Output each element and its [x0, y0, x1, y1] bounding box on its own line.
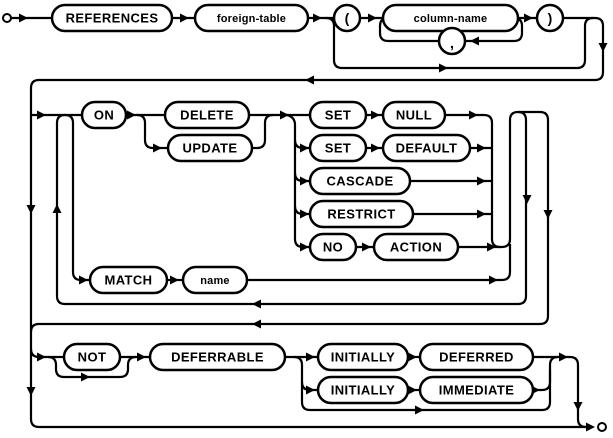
node-on: ON: [80, 100, 128, 130]
node-initially-deferred-initially: INITIALLY: [316, 342, 410, 372]
node-cascade: CASCADE: [308, 166, 412, 196]
node-default: DEFAULT: [381, 133, 472, 163]
node-initially-immediate-initially: INITIALLY: [316, 375, 410, 405]
svg-text:NOT: NOT: [78, 350, 107, 365]
svg-text:INITIALLY: INITIALLY: [331, 383, 396, 398]
node-set-default-set: SET: [308, 133, 368, 163]
node-references: REFERENCES: [50, 3, 174, 33]
node-foreign-table: foreign-table: [193, 3, 310, 33]
svg-text:foreign-table: foreign-table: [217, 13, 286, 25]
svg-text:(: (: [345, 10, 350, 26]
node-right-paren: ): [535, 3, 565, 33]
svg-text:IMMEDIATE: IMMEDIATE: [439, 383, 515, 398]
svg-text:UPDATE: UPDATE: [183, 141, 238, 156]
svg-text:SET: SET: [325, 108, 351, 123]
node-delete: DELETE: [163, 100, 251, 130]
svg-text:DELETE: DELETE: [180, 108, 234, 123]
svg-text:column-name: column-name: [414, 13, 488, 25]
node-match: MATCH: [88, 265, 169, 295]
node-no: NO: [308, 232, 358, 262]
svg-text:RESTRICT: RESTRICT: [327, 207, 395, 222]
svg-text:ACTION: ACTION: [390, 240, 442, 255]
svg-text:name: name: [200, 275, 230, 287]
node-restrict: RESTRICT: [308, 199, 415, 229]
svg-text:REFERENCES: REFERENCES: [66, 11, 159, 26]
svg-text:NULL: NULL: [396, 108, 432, 123]
svg-text:DEFERRABLE: DEFERRABLE: [171, 350, 264, 365]
end-terminal-icon: [597, 422, 607, 432]
svg-text:DEFERRED: DEFERRED: [439, 350, 514, 365]
svg-text:SET: SET: [325, 141, 351, 156]
node-name: name: [181, 265, 249, 295]
svg-text:CASCADE: CASCADE: [326, 174, 393, 189]
node-set-null-set: SET: [308, 100, 368, 130]
node-null: NULL: [381, 100, 447, 130]
node-update: UPDATE: [166, 133, 254, 163]
svg-text:,: ,: [450, 35, 454, 51]
svg-text:MATCH: MATCH: [105, 273, 153, 288]
node-left-paren: (: [332, 3, 362, 33]
svg-text:INITIALLY: INITIALLY: [331, 350, 396, 365]
node-not: NOT: [62, 342, 122, 372]
node-deferrable: DEFERRABLE: [148, 342, 287, 372]
svg-text:ON: ON: [94, 108, 114, 123]
node-comma: ,: [437, 26, 467, 56]
node-action: ACTION: [372, 232, 460, 262]
svg-text:DEFAULT: DEFAULT: [396, 141, 458, 156]
start-terminal-icon: [2, 13, 12, 23]
node-immediate: IMMEDIATE: [418, 375, 535, 405]
svg-text:NO: NO: [323, 240, 343, 255]
node-deferred: DEFERRED: [418, 342, 535, 372]
svg-text:): ): [548, 10, 553, 26]
